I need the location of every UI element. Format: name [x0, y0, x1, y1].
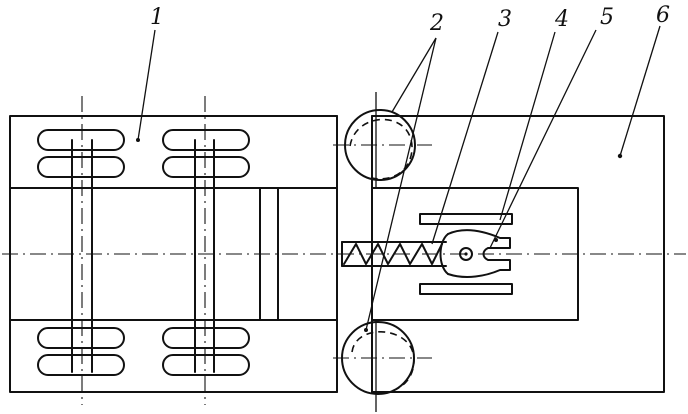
axle-rear-track [194, 139, 215, 373]
wheel-upper [162, 129, 250, 151]
callout-3: 3 [498, 7, 512, 32]
wheel-upper [37, 327, 125, 349]
machine-6 [371, 115, 665, 393]
wheel-upper [162, 327, 250, 349]
spring-3 [341, 241, 447, 267]
wheel-group-bottom-left [37, 327, 125, 376]
leader-lines [136, 25, 661, 332]
axle-front-track [71, 139, 93, 373]
wheel-lower [37, 354, 125, 376]
wheel-lower [162, 156, 250, 178]
machine-1 [9, 96, 338, 405]
wheel-upper [37, 129, 125, 151]
callout-5: 5 [600, 5, 614, 30]
roller-top [333, 92, 432, 188]
roller-bottom [333, 320, 432, 412]
wheel-group-top-left [37, 129, 125, 178]
machine-6-body [371, 115, 665, 393]
callout-4: 4 [554, 7, 569, 32]
wheel-lower [162, 354, 250, 376]
wheel-group-bottom-right [162, 327, 250, 376]
guide-plate-lower [419, 283, 513, 295]
callout-2: 2 [429, 11, 444, 36]
latch-pivot [459, 247, 473, 261]
wheel-group-top-right [162, 129, 250, 178]
callout-6: 6 [656, 3, 670, 28]
callout-1: 1 [150, 5, 164, 30]
wheel-lower [37, 156, 125, 178]
guide-plate-upper [419, 213, 513, 225]
latch-hook [439, 229, 511, 278]
